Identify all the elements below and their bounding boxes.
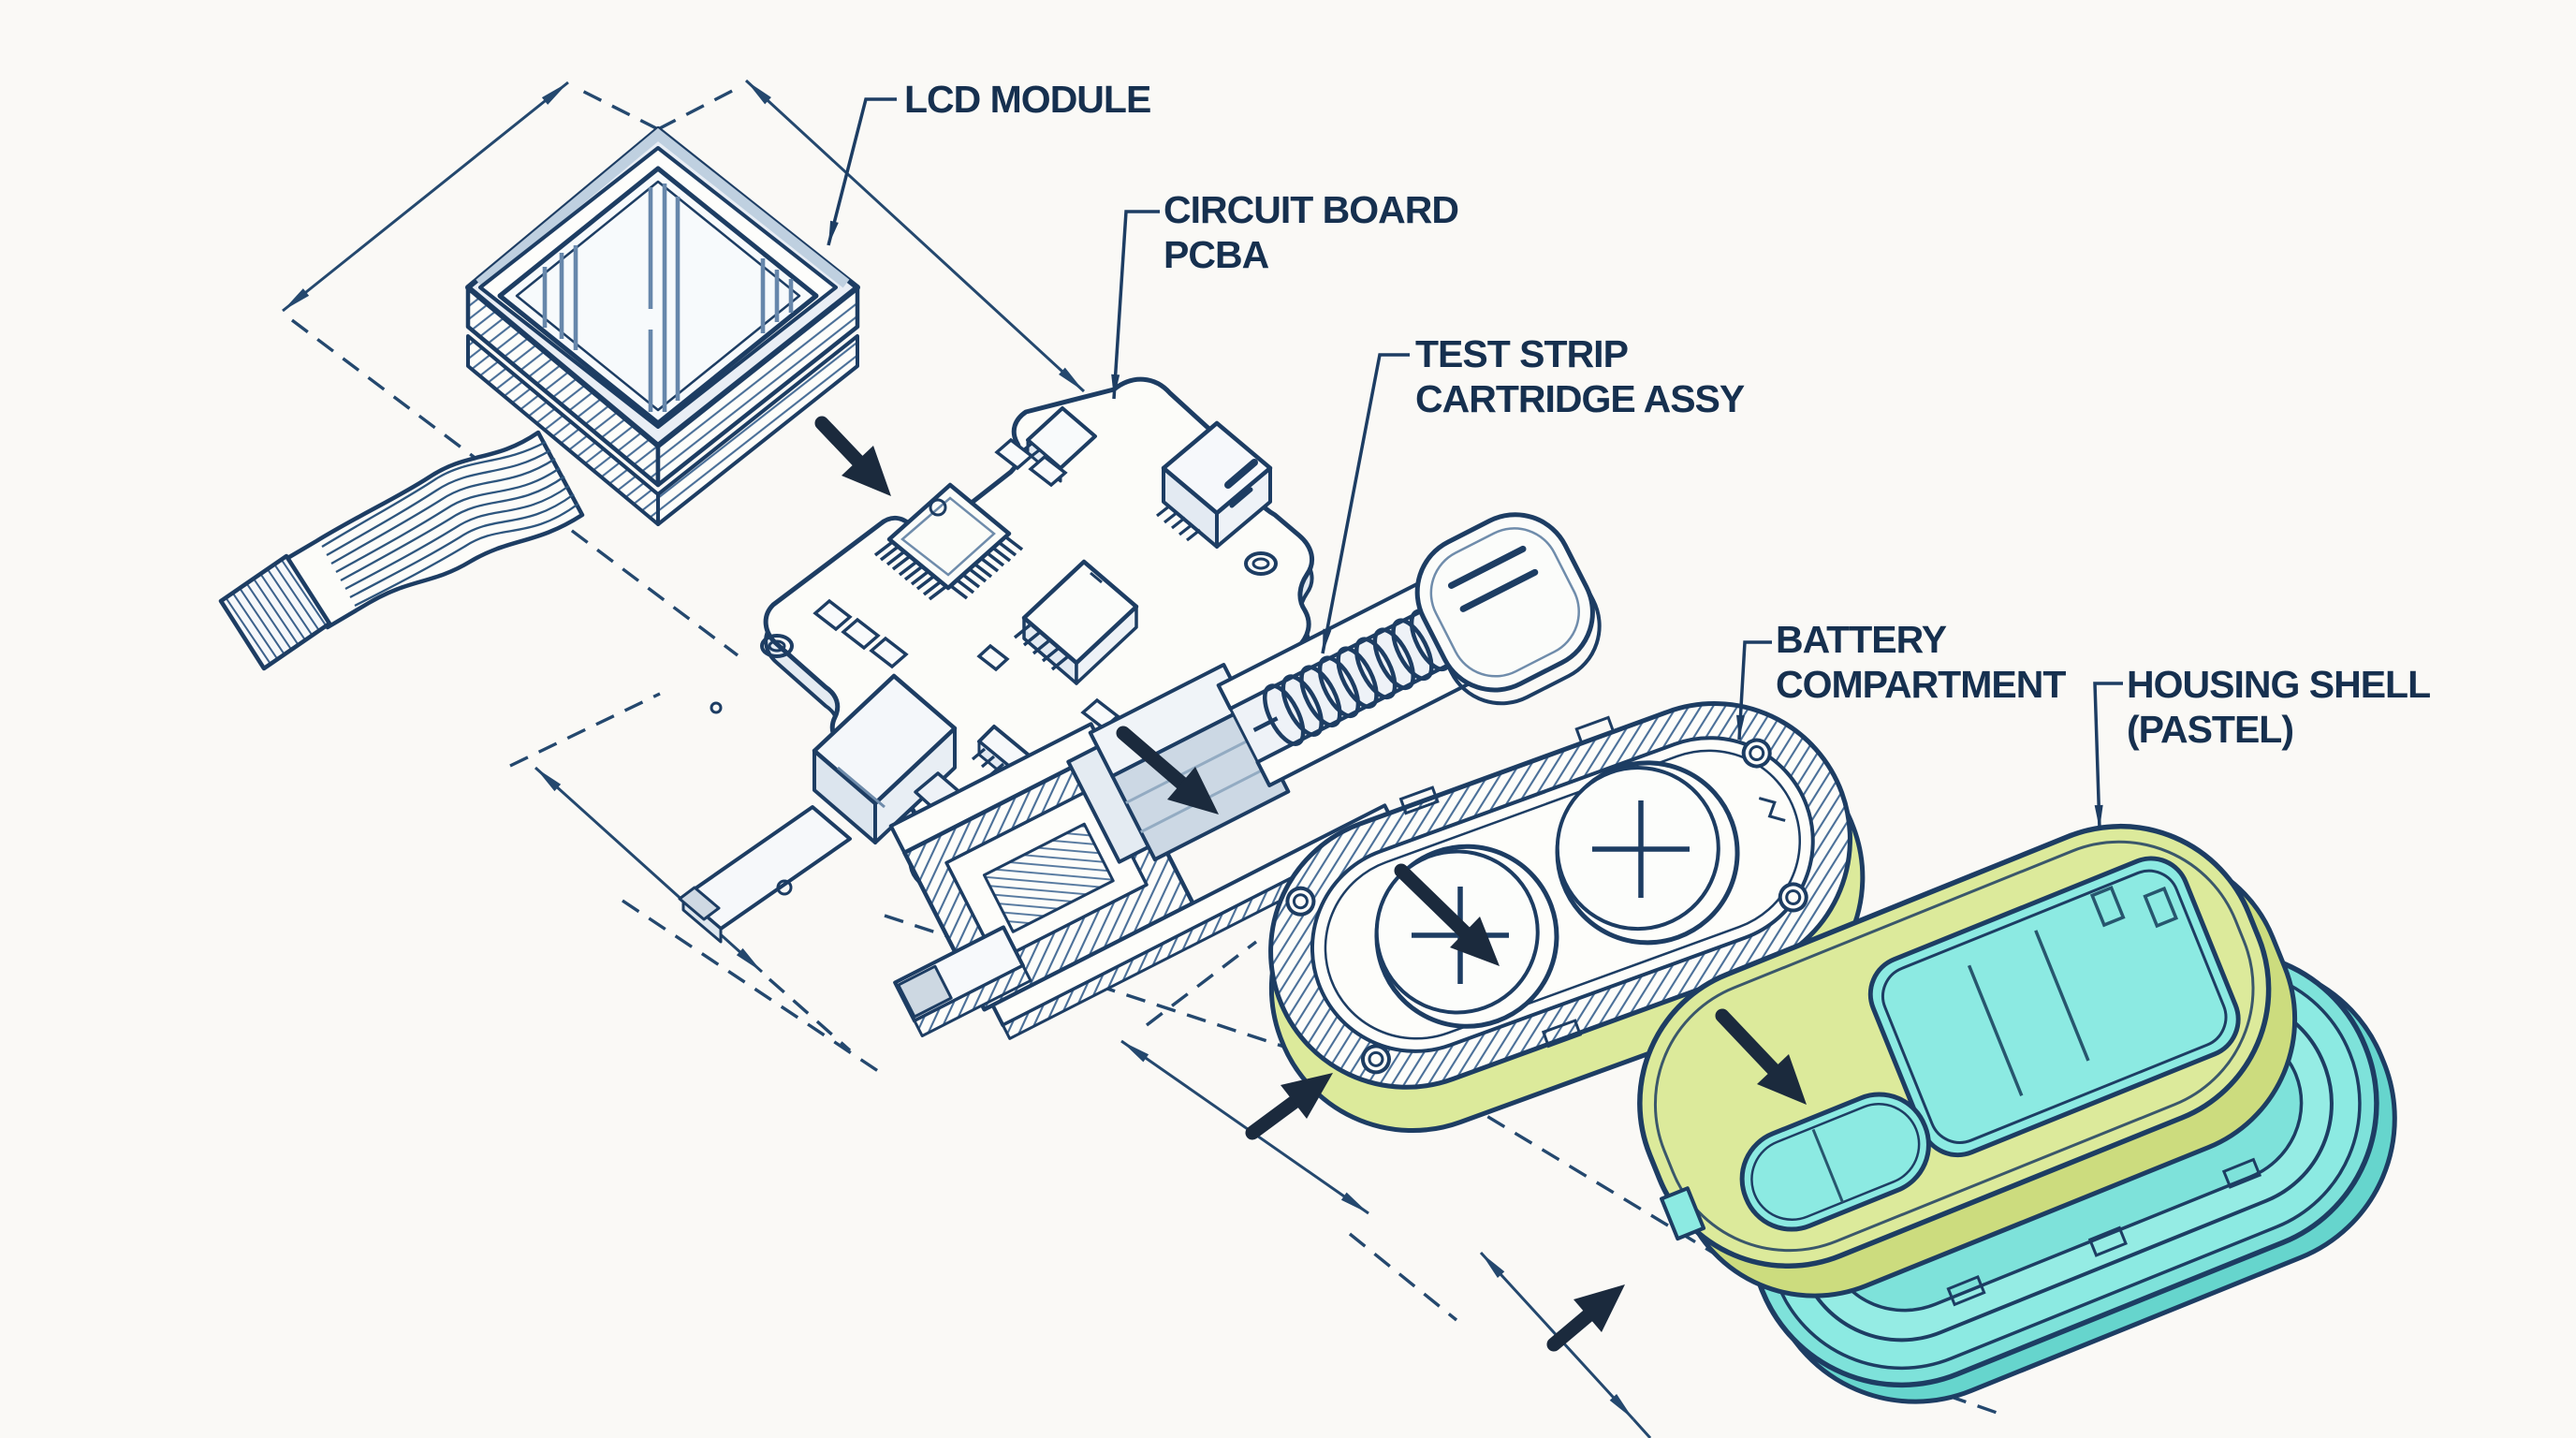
cartridge-spring [1252,609,1453,746]
lcd-lower-slab-right-face [656,334,859,526]
housing-display-window-inner [1881,869,2228,1144]
leader-cartridge [1321,353,1410,654]
explosion-arrow-cartridge-to-battery [1394,863,1500,966]
cartridge-cap-slot-2 [1459,568,1539,612]
housing-display-window [1867,856,2241,1158]
extension-dash-cartridge-lower [768,977,852,1052]
battery-tray-inner-line [1324,749,1802,1040]
explosion-arrow-battery-to-housing [1715,1008,1807,1105]
test-strip-cartridge-drawing [888,512,1602,1040]
lcd-glass-reflections [542,183,794,412]
explosion-arrow-into-battery [1245,1073,1333,1140]
label-housing: HOUSING SHELL(PASTEL) [2127,663,2430,751]
housing-button-opening-inner [1750,1103,1921,1222]
housing-button-opening [1739,1092,1931,1232]
extension-dash-battery-upper [1145,940,1258,1027]
leader-battery [1736,640,1772,741]
leader-housing [2093,682,2123,830]
battery-screw-bosses [1285,738,1808,1075]
ribbon-connector-end [218,553,332,671]
extension-dash-cartridge [509,692,661,768]
dimension-line-lcd-to-pcb [744,79,1086,393]
axis-dash-lower-left [622,899,879,1073]
axis-dash-lcd-to-pcb [290,318,739,657]
explosion-arrow-lcd-to-pcb [814,416,891,496]
extension-dash-battery-lower [1348,1232,1458,1322]
cartridge-cap-slot-1 [1447,545,1527,589]
battery-compartment-drawing [1268,701,1866,1134]
extension-dash-lcd-right [657,84,742,131]
cartridge-cap [1414,512,1595,693]
lcd-glass-inner-line [515,180,801,412]
battery-tray-clips [1398,715,1786,1049]
cartridge-strip-edge [913,963,1032,1037]
extension-dash-lcd-left [572,84,659,131]
extension-dash-housing-upper [1405,1065,1714,1255]
pcb-strip-tongue [678,805,852,944]
cartridge-strip-pad [897,964,953,1019]
pcb-usb-connector [1156,420,1273,549]
explosion-arrow-pcb-to-cartridge [1116,726,1219,814]
housing-lime-inner-line [1653,840,2255,1253]
pcb-center-ic [1013,559,1139,685]
pcb-display-connector [812,673,960,844]
housing-button-rib [1811,1128,1844,1203]
housing-window-clips [1967,885,2179,1096]
cartridge-cap-inner [1429,527,1580,678]
label-lcd-module: LCD MODULE [904,78,1150,121]
explosion-arrows [814,416,1807,1352]
lcd-frame-sheen [476,127,850,288]
cartridge-rail-insert [982,822,1115,933]
explosion-arrow-into-housing [1546,1284,1625,1352]
qfp-pins-left [873,541,947,601]
dimension-line-cartridge [534,766,764,974]
leader-pcba [1111,210,1160,400]
construction-lines [282,79,2006,1438]
ribbon-flex-lines [321,440,579,608]
dimension-line-battery [1120,1039,1369,1215]
qfp-pins-right [949,536,1024,600]
housing-left-notch [1660,1186,1706,1241]
leader-lcd [827,97,897,246]
lcd-module-drawing [218,126,860,671]
dimension-line-housing-tail [1632,1417,1652,1438]
pcb-qfp-chip [873,482,1024,601]
lcd-glass [497,166,819,426]
housing-shell-drawing [1637,823,2397,1404]
ribbon-cable [218,430,585,671]
dimension-line-lcd-width [282,81,569,313]
